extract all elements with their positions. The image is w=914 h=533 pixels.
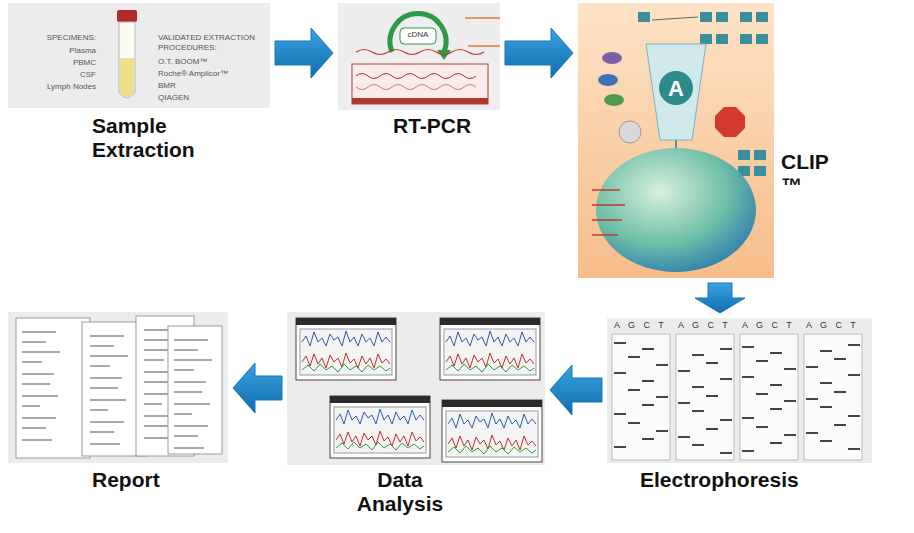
analysis-thumbnail xyxy=(287,312,545,465)
stop-icon xyxy=(715,107,745,137)
flow-arrow xyxy=(505,28,573,78)
cycle-arrow xyxy=(390,14,446,52)
report-lines xyxy=(22,332,60,440)
stage-label: Report xyxy=(92,468,160,492)
stage-thumbnail: Report xyxy=(8,312,228,463)
report-thumbnail xyxy=(8,312,228,463)
stage-label: CLIP ™ xyxy=(781,150,828,198)
stage-thumbnail: CLIP ™ xyxy=(578,3,774,278)
trace-window xyxy=(440,318,540,380)
stage-thumbnail: RT-PCR xyxy=(338,3,500,110)
gel-bands xyxy=(678,348,732,454)
stage-thumbnail: Electrophoresis xyxy=(607,318,872,463)
dye-icon xyxy=(602,52,622,64)
lane-header: A G C T xyxy=(614,320,664,332)
thumbnail-text: O.T. BOOM™ xyxy=(158,57,207,67)
thumbnail-text: Lymph Nodes xyxy=(47,82,96,92)
stage-thumbnail: Sample Extraction xyxy=(8,3,270,108)
leader xyxy=(465,17,500,19)
gel-bands xyxy=(806,344,860,450)
tube-liquid xyxy=(120,58,134,97)
stage-label: Data Analysis xyxy=(357,468,443,516)
thumbnail-text: SPECIMENS: xyxy=(47,33,96,43)
report-page xyxy=(168,326,222,454)
thumbnail-text: Plasma xyxy=(69,46,96,56)
thumbnail-text: PBMC xyxy=(73,58,96,68)
thumbnail-ground xyxy=(578,3,774,278)
thumbnail-text: A xyxy=(668,75,684,104)
dna-wave xyxy=(356,85,476,90)
trace-window xyxy=(330,396,430,458)
stage-label: RT-PCR xyxy=(393,114,471,138)
cdna-box xyxy=(400,28,436,44)
dna-wave xyxy=(356,74,476,79)
thumbnail-text: VALIDATED EXTRACTION PROCEDURES: xyxy=(158,33,266,54)
thumbnail-text: CSF xyxy=(80,70,96,80)
thumbnail-text: cDNA xyxy=(408,30,429,40)
extraction-thumbnail xyxy=(8,3,270,108)
rna-strand xyxy=(356,50,484,55)
gel-bands xyxy=(742,346,796,452)
flow-arrow xyxy=(695,283,745,313)
report-lines xyxy=(90,336,128,444)
flow-arrow xyxy=(550,365,602,415)
thumbnail-text: QIAGEN xyxy=(158,93,189,103)
gel-lane xyxy=(804,334,862,460)
gel-lane xyxy=(740,334,798,460)
gel-lane xyxy=(612,334,670,460)
gel-thumbnail xyxy=(607,318,872,463)
stage-label: Electrophoresis xyxy=(640,468,799,492)
thumbnail-text: Roche® Amplicor™ xyxy=(158,69,228,79)
base-circle xyxy=(659,71,693,105)
trace-window xyxy=(442,400,542,462)
primer-funnel xyxy=(646,44,706,140)
thumbnail-ground xyxy=(8,3,270,108)
thumbnail-ground xyxy=(607,318,872,463)
thumbnail-ground xyxy=(287,312,545,465)
pcr-panel xyxy=(352,64,488,104)
dye-icon xyxy=(604,94,624,106)
clip-thumbnail xyxy=(578,3,774,278)
gel-lane xyxy=(676,334,734,460)
report-page xyxy=(16,318,90,458)
flow-arrow xyxy=(275,28,333,78)
leader xyxy=(652,17,698,20)
sequence-sphere xyxy=(596,148,756,272)
lane-header: A G C T xyxy=(678,320,728,332)
thumbnail-text: BMR xyxy=(158,81,176,91)
trace-window xyxy=(296,318,396,380)
enzyme-icon xyxy=(619,121,641,143)
stage-thumbnail: Data Analysis xyxy=(287,312,545,465)
rtpcr-thumbnail xyxy=(338,3,500,110)
test-tube xyxy=(119,22,135,98)
flow-arrow xyxy=(233,363,282,413)
lane-header: A G C T xyxy=(806,320,856,332)
sequence-dashes xyxy=(592,190,625,235)
thumbnail-ground xyxy=(338,3,500,110)
gel-bands xyxy=(614,342,668,448)
dye-icon xyxy=(598,74,618,86)
report-lines xyxy=(174,340,212,448)
leader xyxy=(468,45,500,47)
thumbnail-ground xyxy=(8,312,228,463)
stage-label: Sample Extraction xyxy=(92,114,195,162)
tube-cap xyxy=(117,10,137,22)
lane-header: A G C T xyxy=(742,320,792,332)
pcr-bar xyxy=(352,98,488,104)
